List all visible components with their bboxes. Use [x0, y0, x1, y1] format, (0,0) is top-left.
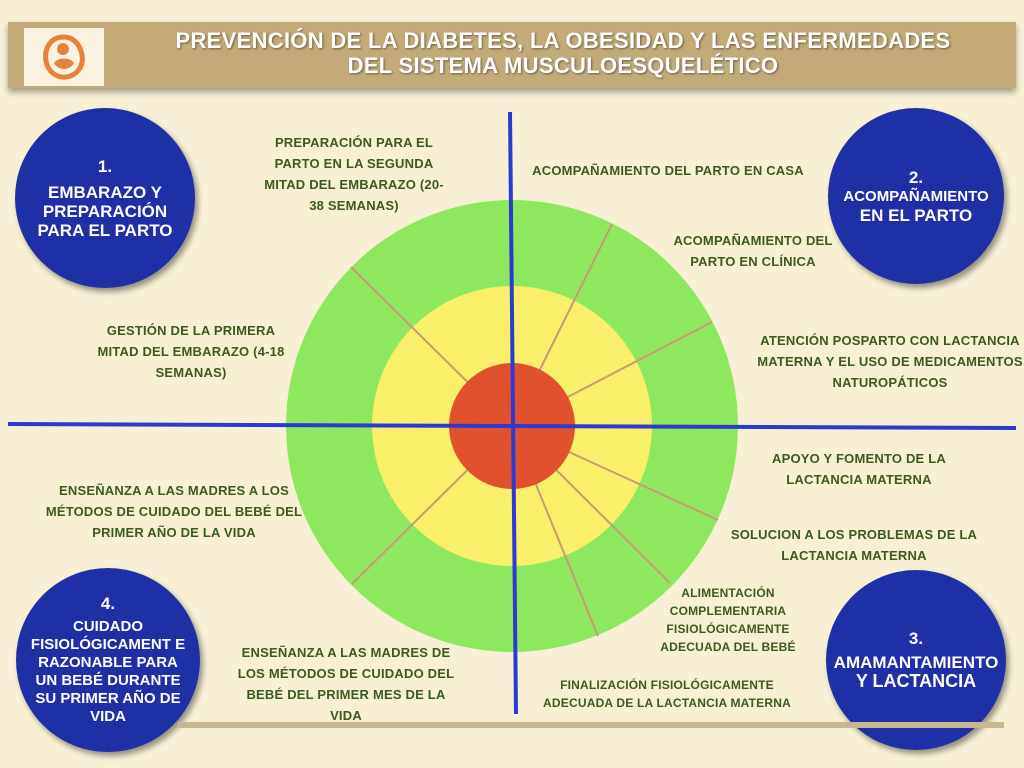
quadrant-number: 4.: [100, 594, 116, 613]
quadrant-label-line-2: Y LACTANCIA: [855, 671, 977, 691]
stage-label-teaching-first-year: ENSEÑANZA A LAS MADRES A LOS MÉTODOS DE …: [45, 483, 303, 540]
quadrant-label-line-1: AMAMANTAMIENTO: [833, 653, 999, 672]
axes: [7, 111, 1017, 715]
logo: [24, 28, 104, 86]
horizontal-axis: [7, 422, 1017, 430]
stage-label-prep-second-half: PREPARACIÓN PARA EL PARTO EN LA SEGUNDA …: [264, 135, 444, 213]
stage-label-breastfeeding-support: APOYO Y FOMENTO DE LA LACTANCIA MATERNA: [772, 451, 946, 487]
quadrant-number: 1.: [97, 156, 113, 176]
quadrant-label: EMBARAZO Y PREPARACIÓN PARA EL PARTO: [37, 182, 173, 240]
title-line-2: DEL SISTEMA MUSCULOESQUELÉTICO: [347, 53, 779, 78]
quadrant-badge-1: 1. EMBARAZO Y PREPARACIÓN PARA EL PARTO: [15, 108, 195, 288]
quadrant-number: 2.: [908, 167, 924, 187]
stage-label-weaning: FINALIZACIÓN FISIOLÓGICAMENTE ADECUADA D…: [543, 678, 791, 710]
quadrant-label: CUIDADO FISIOLÓGICAMENT E RAZONABLE PARA…: [30, 618, 186, 725]
stage-label-home-birth: ACOMPAÑAMIENTO DEL PARTO EN CASA: [532, 163, 804, 178]
page-title: PREVENCIÓN DE LA DIABETES, LA OBESIDAD Y…: [113, 28, 1013, 78]
stage-label-complementary-feeding: ALIMENTACIÓN COMPLEMENTARIA FISIOLÓGICAM…: [660, 586, 796, 654]
bottom-divider: [178, 722, 1004, 728]
stage-label-teaching-first-month: ENSEÑANZA A LAS MADRES DE LOS MÉTODOS DE…: [237, 645, 455, 723]
quadrant-badge-3: 3. AMAMANTAMIENTO Y LACTANCIA: [826, 570, 1006, 750]
quadrant-badge-4: 4. CUIDADO FISIOLÓGICAMENT E RAZONABLE P…: [16, 568, 200, 752]
title-bar: PREVENCIÓN DE LA DIABETES, LA OBESIDAD Y…: [8, 22, 1016, 88]
vertical-axis: [508, 111, 518, 715]
stage-label-breastfeeding-problems: SOLUCION A LOS PROBLEMAS DE LA LACTANCIA…: [730, 527, 978, 563]
title-line-1: PREVENCIÓN DE LA DIABETES, LA OBESIDAD Y…: [175, 28, 951, 53]
stage-label-clinic-birth: ACOMPAÑAMIENTO DEL PARTO EN CLÍNICA: [673, 233, 833, 269]
stage-label-postpartum: ATENCIÓN POSPARTO CON LACTANCIA MATERNA …: [757, 333, 1023, 390]
quadrant-label-line-2: EN EL PARTO: [859, 205, 973, 225]
quadrant-badge-2: 2. ACOMPAÑAMIENTO EN EL PARTO: [828, 108, 1004, 284]
mother-child-icon: [43, 34, 85, 80]
quadrant-number: 3.: [908, 629, 924, 648]
quadrant-label-line-1: ACOMPAÑAMIENTO: [843, 187, 989, 205]
stage-label-first-half: GESTIÓN DE LA PRIMERA MITAD DEL EMBARAZO…: [97, 323, 285, 380]
